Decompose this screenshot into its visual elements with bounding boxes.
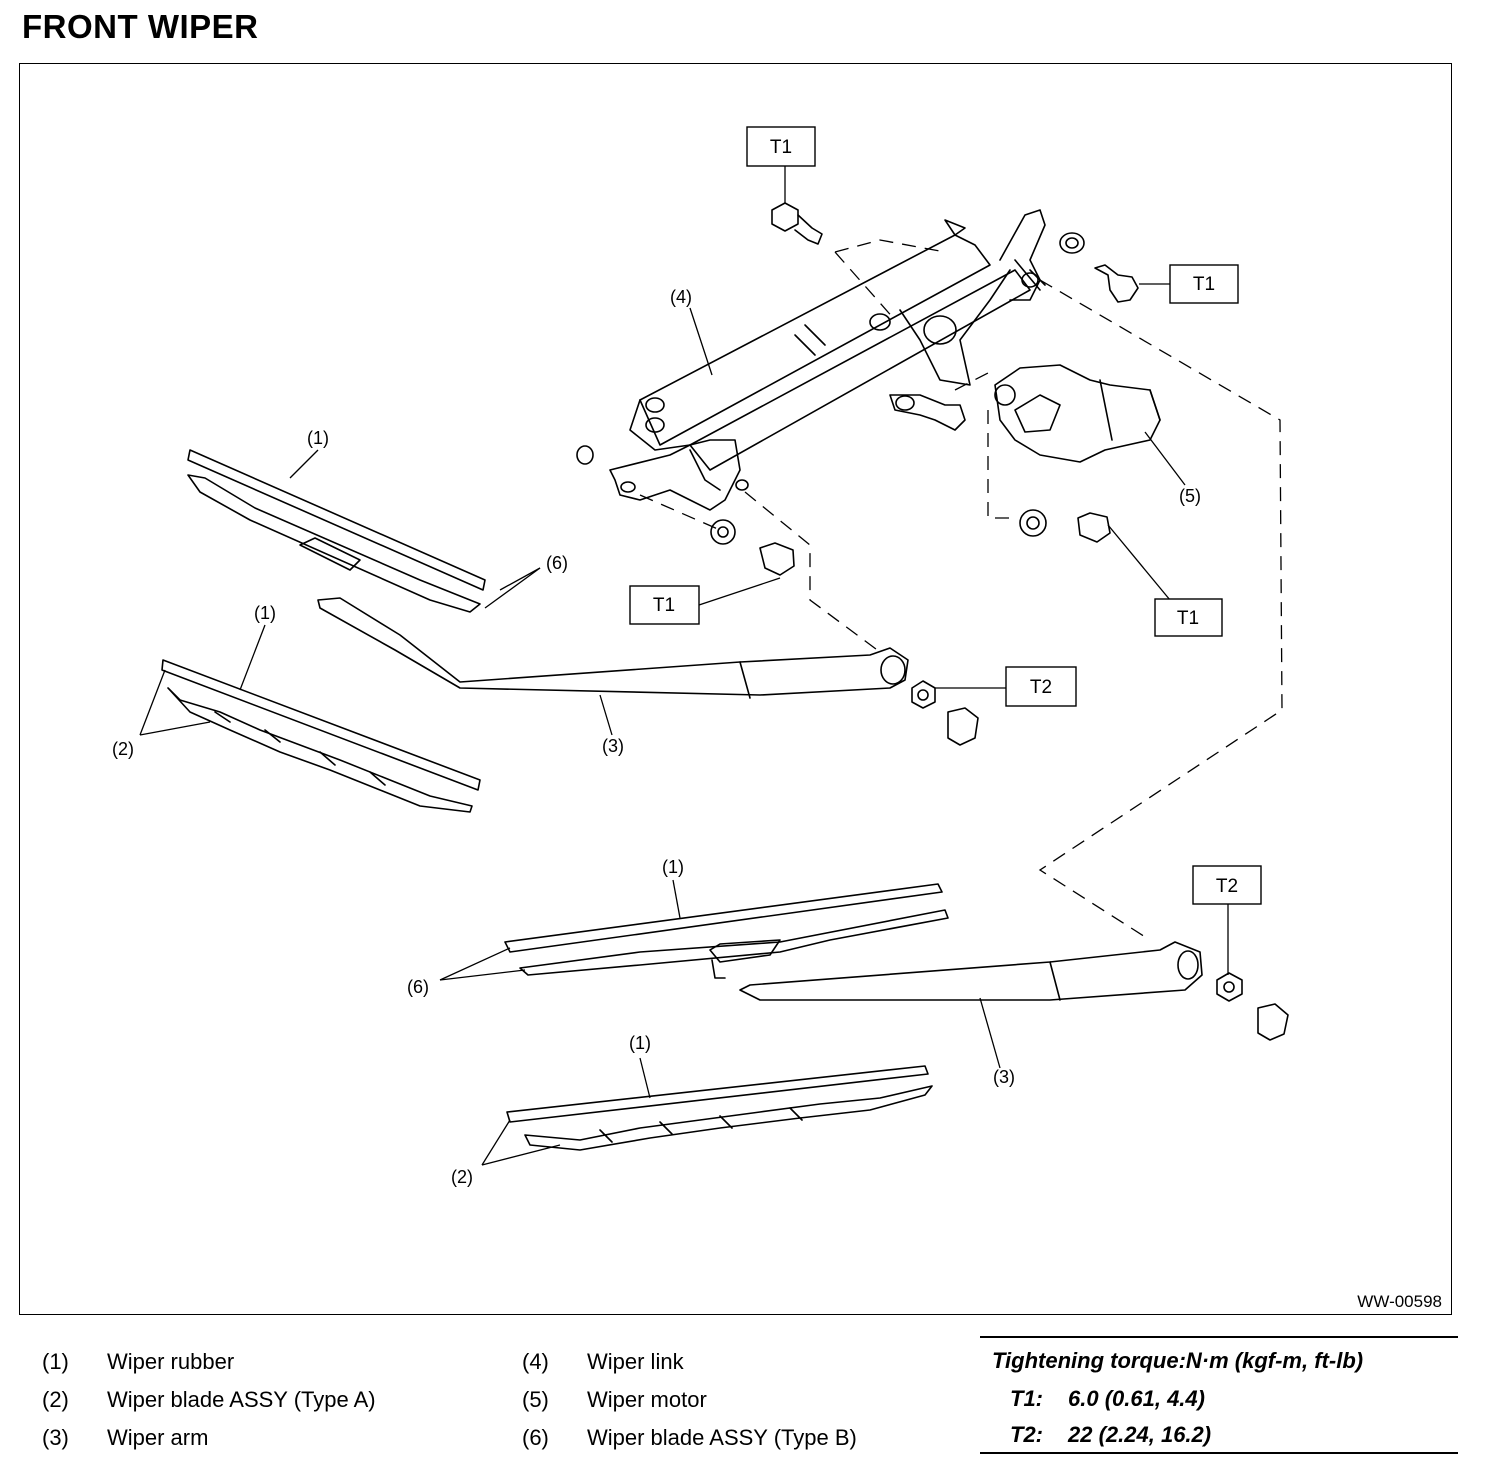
legend-left: (1) Wiper rubber (2) Wiper blade ASSY (Typ… xyxy=(42,1343,376,1457)
legend-num: (1) xyxy=(42,1349,69,1374)
diagram-frame xyxy=(19,63,1452,1315)
legend-item: (2) Wiper blade ASSY (Type A) xyxy=(42,1381,376,1419)
callout-3-b: (3) xyxy=(993,1067,1015,1087)
callout-t2-upper: T2 xyxy=(1030,677,1052,698)
callout-box-t2-lower xyxy=(1192,865,1262,905)
callout-box-t1-right xyxy=(1169,264,1239,304)
callout-1-c: (1) xyxy=(662,857,684,877)
page-title: FRONT WIPER xyxy=(22,8,259,45)
callout-box-t2-upper xyxy=(1005,666,1077,707)
leader-lines xyxy=(139,166,1229,1166)
callout-box-t1-top xyxy=(746,126,816,167)
legend-num: (5) xyxy=(522,1387,549,1412)
callout-1-b: (1) xyxy=(254,603,276,623)
torque-table: Tightening torque:N·m (kgf-m, ft-lb) T1:… xyxy=(980,1336,1458,1454)
installation-dash-lines xyxy=(639,239,1283,941)
bolt-lower-left xyxy=(710,519,795,576)
blade-type-a-upper xyxy=(161,659,481,813)
torque-row-t1: T1: 6.0 (0.61, 4.4) xyxy=(1010,1386,1205,1412)
callout-6-b: (6) xyxy=(407,977,429,997)
callout-box-t1-left xyxy=(629,585,700,625)
legend-label: Wiper blade ASSY (Type B) xyxy=(587,1425,857,1450)
callout-t1-left: T1 xyxy=(653,595,675,616)
legend-label: Wiper rubber xyxy=(107,1349,235,1374)
legend-label: Wiper motor xyxy=(587,1387,707,1412)
callout-t2-lower: T2 xyxy=(1216,876,1238,897)
callout-2-a: (2) xyxy=(112,739,134,759)
wiper-arm-upper xyxy=(317,597,909,699)
wiper-arm-lower xyxy=(739,941,1203,1001)
callout-5: (5) xyxy=(1179,486,1201,506)
callout-box-t1-lower xyxy=(1154,598,1223,637)
callout-t1-top: T1 xyxy=(770,137,792,158)
callout-1-a: (1) xyxy=(307,428,329,448)
torque-value: 22 (2.24, 16.2) xyxy=(1068,1422,1212,1447)
legend-item: (1) Wiper rubber xyxy=(42,1343,376,1381)
callout-t1-right: T1 xyxy=(1193,274,1215,295)
legend-label: Wiper link xyxy=(587,1349,684,1374)
torque-row-t2: T2: 22 (2.24, 16.2) xyxy=(1010,1422,1211,1448)
legend-num: (3) xyxy=(42,1425,69,1450)
legend-item: (3) Wiper arm xyxy=(42,1419,376,1457)
torque-value: 6.0 (0.61, 4.4) xyxy=(1068,1386,1205,1411)
legend-label: Wiper arm xyxy=(107,1425,209,1450)
callout-2-b: (2) xyxy=(451,1167,473,1187)
bolt-lower-right xyxy=(1019,509,1111,543)
blade-type-b-upper xyxy=(187,449,486,613)
figure-id: WW-00598 xyxy=(1357,1292,1442,1311)
legend-item: (6) Wiper blade ASSY (Type B) xyxy=(522,1419,857,1457)
legend-num: (6) xyxy=(522,1425,549,1450)
callout-6-a: (6) xyxy=(546,553,568,573)
wiper-motor xyxy=(994,364,1161,463)
legend-item: (4) Wiper link xyxy=(522,1343,857,1381)
part-callouts: (4) (1) (5) (6) (1) (2) (3) (1) (6) (3) … xyxy=(112,287,1201,1187)
blade-type-b-lower xyxy=(504,883,949,979)
legend-num: (2) xyxy=(42,1387,69,1412)
grommet-left xyxy=(576,445,594,465)
callout-3-a: (3) xyxy=(602,736,624,756)
torque-key: T2: xyxy=(1010,1422,1043,1447)
torque-heading: Tightening torque:N·m (kgf-m, ft-lb) xyxy=(992,1348,1364,1373)
callout-4: (4) xyxy=(670,287,692,307)
torque-key: T1: xyxy=(1010,1386,1043,1411)
blade-type-a-lower xyxy=(506,1065,933,1151)
legend-item: (5) Wiper motor xyxy=(522,1381,857,1419)
bolt-top xyxy=(771,202,823,245)
wiper-link-assembly xyxy=(609,209,1046,511)
torque-callouts: T1 T1 T1 T1 T2 T2 xyxy=(629,126,1262,905)
legend-right: (4) Wiper link (5) Wiper motor (6) Wiper bl… xyxy=(522,1343,857,1457)
bolt-right xyxy=(1059,232,1139,303)
callout-t1-lower: T1 xyxy=(1177,608,1199,629)
nut-cap-upper xyxy=(911,680,979,746)
callout-1-d: (1) xyxy=(629,1033,651,1053)
legend-num: (4) xyxy=(522,1349,549,1374)
legend-label: Wiper blade ASSY (Type A) xyxy=(107,1387,376,1412)
nut-cap-lower xyxy=(1216,972,1289,1041)
